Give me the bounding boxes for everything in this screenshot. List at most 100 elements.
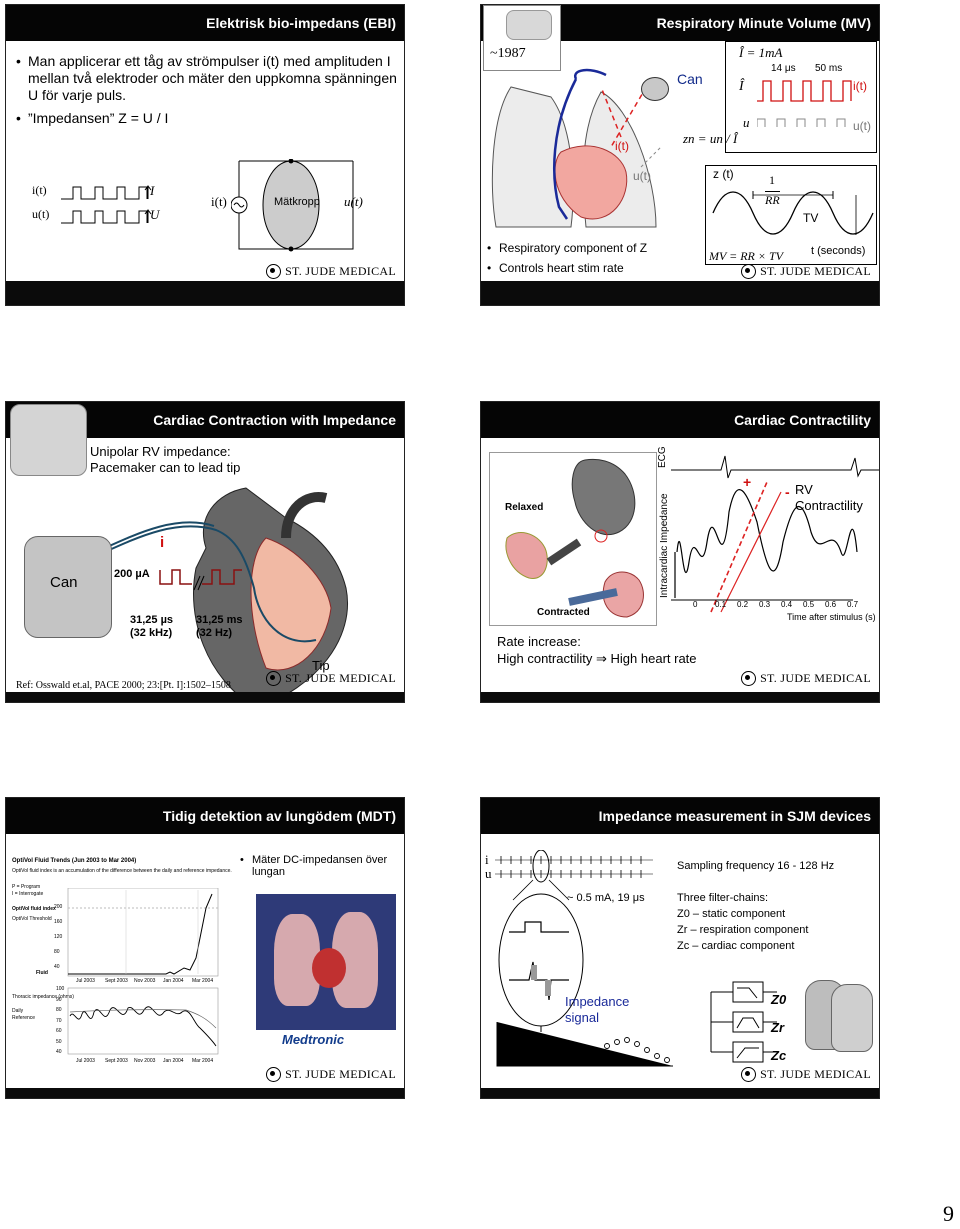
sjm-logo: ST. JUDE MEDICAL <box>266 264 396 279</box>
brand-text: ST. JUDE MEDICAL <box>285 1067 396 1081</box>
it-label: i(t) <box>32 183 47 197</box>
pw-freq-label: (32 kHz) <box>130 627 173 639</box>
sjm-logo-icon <box>266 264 282 279</box>
it-label: i(t) <box>615 139 629 153</box>
device-photo-2 <box>831 984 873 1052</box>
subtitle-1: Unipolar RV impedance: <box>90 444 231 459</box>
filters-title: Three filter-chains: <box>677 892 769 904</box>
brand-text: ST. JUDE MEDICAL <box>285 671 396 685</box>
sjm-logo: ST. JUDE MEDICAL <box>741 264 871 279</box>
i-hat: Î <box>739 79 744 94</box>
slide-title-text: Cardiac Contraction with Impedance <box>153 412 396 428</box>
filter-2: Zr – respiration component <box>677 924 809 936</box>
relaxed-label: Relaxed <box>505 502 544 513</box>
tv-label: TV <box>803 211 819 225</box>
tick-label: Nov 2003 <box>134 978 156 984</box>
can-icon <box>641 77 669 101</box>
pulse-it-label: i(t) <box>853 79 867 93</box>
i-label: i <box>485 852 489 867</box>
sjm-logo-icon <box>741 264 757 279</box>
sjm-logo-icon <box>741 671 757 686</box>
implies-arrow: ⇒ <box>596 651 607 666</box>
tick-label: 0.3 <box>759 600 771 609</box>
impedance-label-2: signal <box>565 1010 599 1025</box>
subtitle-2: Pacemaker can to lead tip <box>90 460 241 475</box>
tick-label: 120 <box>54 934 63 940</box>
chart-note: OptiVol fluid index is an accumulation o… <box>12 868 232 874</box>
slide-title: Impedance measurement in SJM devices <box>481 798 879 834</box>
slide-sjm-impedance: Impedance measurement in SJM devices i u… <box>480 797 880 1099</box>
bullet-text: Mäter DC-impedansen över lungan <box>240 854 392 878</box>
circuit-it-label: i(t) <box>211 194 227 209</box>
rate-line-1: Rate increase: <box>497 634 581 649</box>
slide-footer <box>481 1088 879 1098</box>
fluid-label: Fluid <box>36 970 48 976</box>
period: 50 ms <box>815 63 843 74</box>
optivol-chart <box>67 888 219 1055</box>
plus-sign: + <box>743 474 752 490</box>
sjm-logo-icon <box>266 671 282 686</box>
circuit-ut-label: u(t) <box>344 194 363 209</box>
tick-label: 0.6 <box>825 600 837 609</box>
slide-mdt: Tidig detektion av lungödem (MDT) OptiVo… <box>5 797 405 1099</box>
rate-line-2a: High contractility <box>497 651 593 666</box>
pulse-box <box>725 41 877 153</box>
tick-label: 70 <box>56 1017 62 1024</box>
tick-label: 0.1 <box>715 600 727 609</box>
year-label: ~1987 <box>490 46 526 61</box>
pacemaker-can <box>24 536 112 638</box>
slide-ebi: Elektrisk bio-impedans (EBI) Man applice… <box>5 4 405 306</box>
pulse-width: 14 μs <box>771 63 796 74</box>
device-thumbnail: ~1987 <box>483 5 561 71</box>
reference-label: Reference <box>12 1015 36 1021</box>
bullet-1: Respiratory component of Z <box>499 241 648 255</box>
per-freq-label: (32 Hz) <box>196 627 233 639</box>
contractility-label: Contractility <box>795 498 863 513</box>
tick-label: Jan 2004 <box>163 978 184 984</box>
rate-line-2: High contractility ⇒ High heart rate <box>497 651 697 667</box>
slide-title-text: Respiratory Minute Volume (MV) <box>656 15 871 31</box>
ecg-label: ECG <box>657 446 668 468</box>
sjm-logo: ST. JUDE MEDICAL <box>266 1067 396 1082</box>
bullet-text: Respiratory component of Z <box>487 241 648 255</box>
slide-mv: Respiratory Minute Volume (MV) ~1987 i(t… <box>480 4 880 306</box>
tick-label: 40 <box>56 1049 62 1055</box>
legend-p: P = Program <box>12 884 41 890</box>
amp-label: 200 µA <box>114 568 150 580</box>
contracted-label: Contracted <box>537 607 590 618</box>
brand-text: ST. JUDE MEDICAL <box>760 671 871 685</box>
zc-label: Zc <box>771 1048 787 1063</box>
bullet-2: ”Impedansen” Z = U / I <box>28 110 169 126</box>
pulse-info: ~ 0.5 mA, 19 μs <box>567 892 645 904</box>
pacemaker-icon <box>506 10 552 40</box>
u-label: u <box>743 115 750 130</box>
filter-3: Zc – cardiac component <box>677 940 795 952</box>
thoracic-label: Thoracic impedance (ohms) <box>12 994 74 1000</box>
i-label: i <box>160 534 165 551</box>
slide-title: Tidig detektion av lungödem (MDT) <box>6 798 404 834</box>
reference: Ref: Osswald et.al, PACE 2000; 23:[Pt. I… <box>16 680 231 691</box>
pw-label: 31,25 µs <box>130 614 174 626</box>
filter-1: Z0 – static component <box>677 908 786 920</box>
filter-chain-diagram <box>710 981 777 1063</box>
impedance-pulse-diagram <box>495 850 673 1067</box>
sjm-logo: ST. JUDE MEDICAL <box>741 1067 871 1082</box>
tick-label: 0 <box>693 600 698 609</box>
tick-label: 40 <box>54 964 60 970</box>
can-label: Can <box>50 574 78 591</box>
heart-relaxed-contracted <box>505 458 644 618</box>
tick-label: Jul 2003 <box>76 978 95 984</box>
tick-label: 0.4 <box>781 600 793 609</box>
slide-footer <box>481 281 879 305</box>
bullet-2: Controls heart stim rate <box>499 261 624 275</box>
tick-label: 160 <box>54 919 63 925</box>
sjm-logo-icon <box>741 1067 757 1082</box>
one-label: 1 <box>769 173 775 187</box>
tick-label: Jul 2003 <box>76 1058 95 1064</box>
tick-label: 80 <box>56 1007 62 1013</box>
tick-label: 200 <box>54 904 63 910</box>
relaxed-contracted-panel <box>489 452 657 626</box>
tick-label: 100 <box>56 986 65 992</box>
slide-title-text: Tidig detektion av lungödem (MDT) <box>162 808 396 824</box>
i-hat-eq: Î = 1mA <box>739 45 783 60</box>
